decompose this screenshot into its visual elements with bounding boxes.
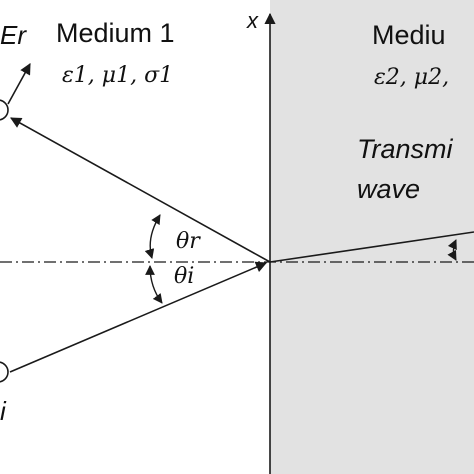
reflected-field-vector (7, 63, 31, 105)
transmitted-wave-label-line2: wave (357, 174, 420, 204)
reflected-ray (10, 117, 271, 263)
transmitted-ray (269, 231, 474, 263)
theta-r-label: θr (176, 229, 201, 254)
x-axis-label: x (246, 8, 259, 33)
reflected-field-circle (0, 99, 9, 121)
reflected-field-label: Er (0, 20, 27, 50)
transmitted-wave-label-line1: Transmi (357, 134, 454, 164)
incident-field-circle (0, 361, 9, 383)
incident-symbol-label: i (0, 396, 7, 426)
incident-ray (9, 261, 268, 373)
medium2-label: Mediu (372, 20, 446, 50)
medium1-params: ε1, μ1, σ1 (62, 63, 173, 88)
theta-i-arc (145, 265, 163, 304)
theta-t-arc (447, 239, 457, 261)
theta-i-label: θi (174, 264, 194, 289)
theta-r-arc (144, 214, 161, 259)
medium2-params: ε2, μ2, (374, 65, 449, 90)
medium1-label: Medium 1 (56, 18, 175, 48)
